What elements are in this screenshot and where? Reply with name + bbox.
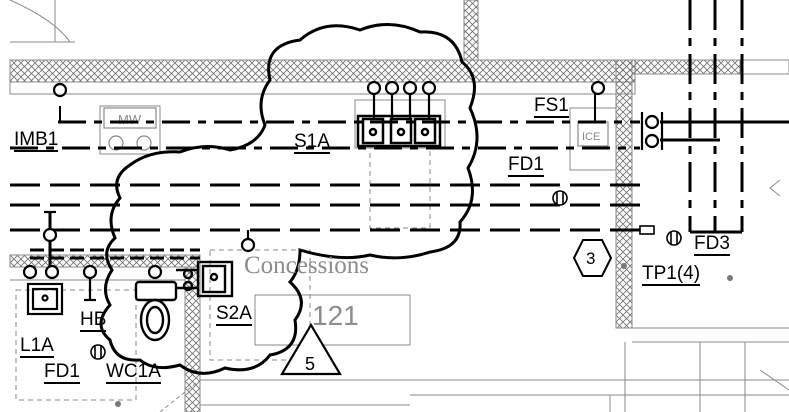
room-name: Concessions bbox=[244, 252, 369, 279]
microwave bbox=[103, 107, 157, 151]
label-s1a: S1A bbox=[294, 131, 330, 154]
label-wc1a: WC1A bbox=[106, 361, 161, 384]
reference-dots bbox=[115, 263, 733, 407]
label-tp1: TP1(4) bbox=[642, 263, 701, 286]
label-l1a: L1A bbox=[20, 335, 54, 358]
hexagon-marker-number: 3 bbox=[586, 249, 595, 268]
label-fd1-top: FD1 bbox=[508, 154, 544, 177]
label-fd3: FD3 bbox=[694, 233, 730, 256]
room-number: 121 bbox=[312, 300, 359, 331]
lavatory-l1a bbox=[26, 282, 64, 316]
floor-drain-icons bbox=[90, 190, 682, 360]
label-hb: HB bbox=[80, 309, 107, 332]
valve-pair bbox=[640, 112, 664, 150]
microwave-label: MW bbox=[118, 112, 142, 127]
fixture-risers bbox=[22, 80, 606, 302]
label-s2a: S2A bbox=[216, 303, 252, 326]
label-fd1-bottom: FD1 bbox=[44, 361, 80, 384]
triangle-marker bbox=[280, 322, 342, 376]
ice-label: ICE bbox=[582, 131, 600, 143]
mop-sink-s2a bbox=[176, 260, 234, 298]
triangle-marker-number: 5 bbox=[305, 354, 315, 374]
label-fs1: FS1 bbox=[534, 95, 569, 118]
sink-s1a bbox=[356, 114, 442, 148]
revision-cloud bbox=[99, 23, 479, 375]
water-closet-wc1a bbox=[134, 280, 178, 342]
label-imb1: IMB1 bbox=[14, 129, 59, 152]
hexagon-marker bbox=[572, 239, 613, 277]
